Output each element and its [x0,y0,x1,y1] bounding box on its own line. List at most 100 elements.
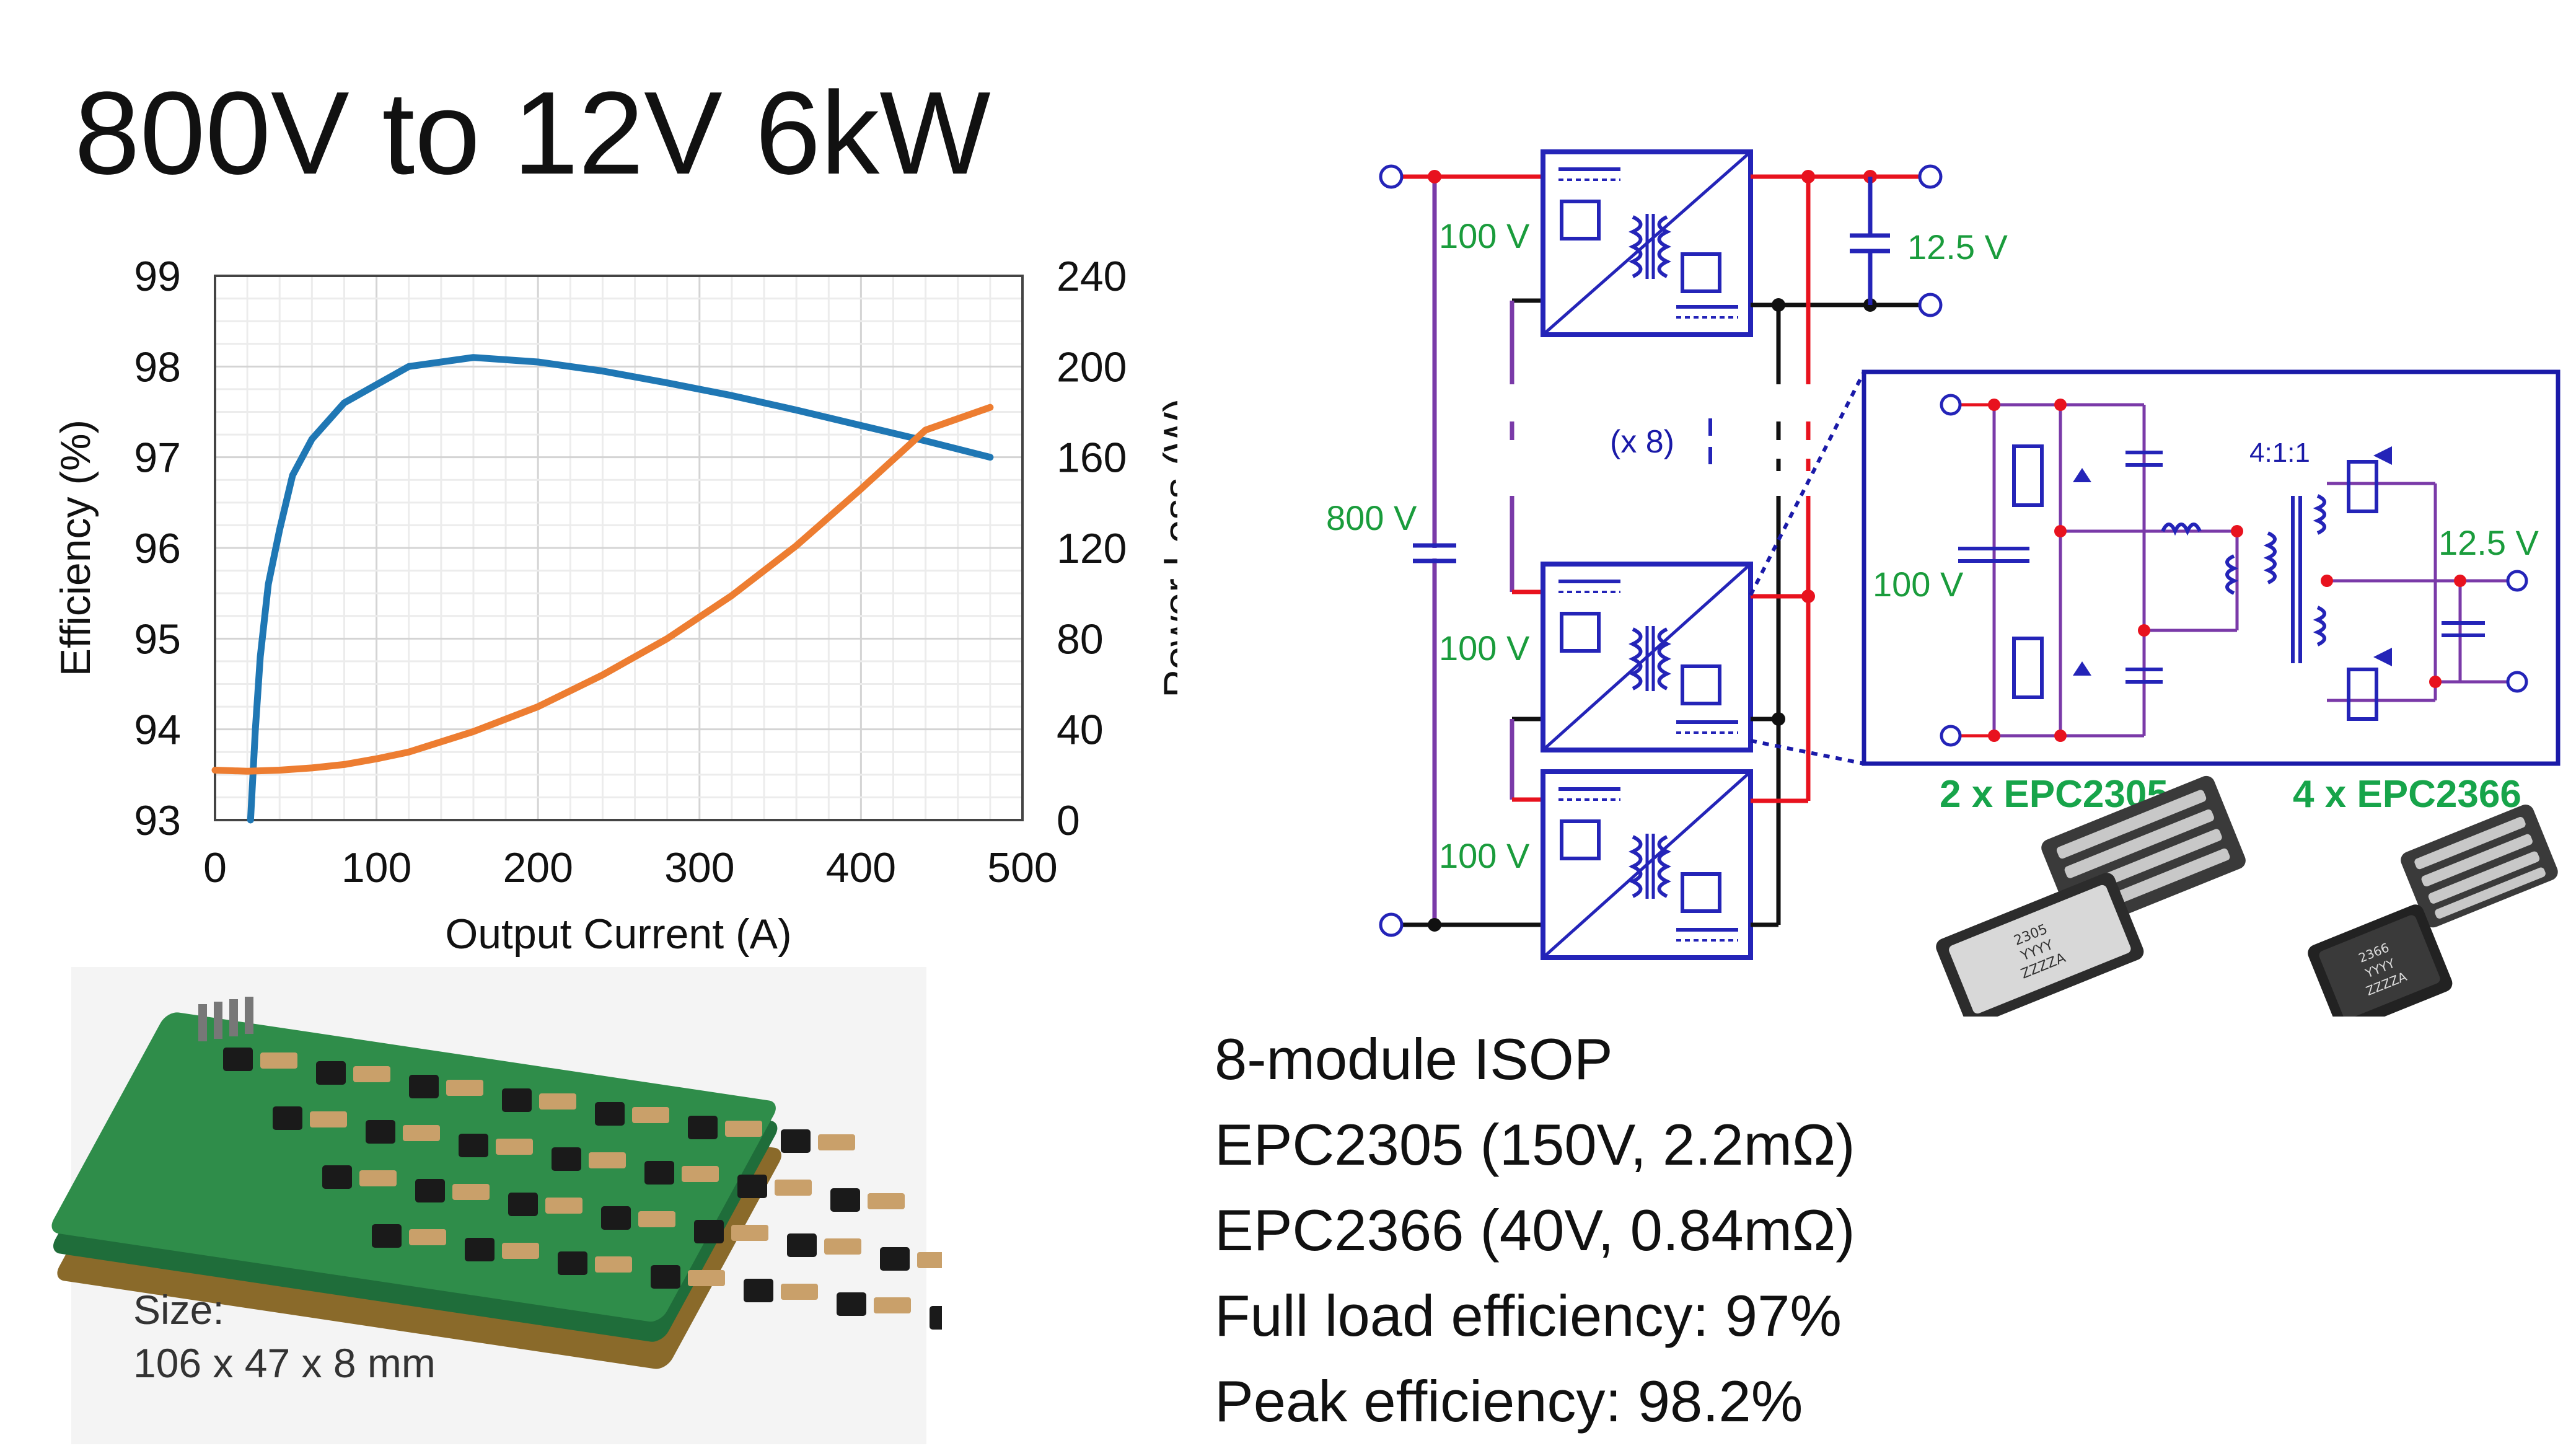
y2-tick-label: 0 [1057,797,1080,844]
pcb-inductor [874,1297,911,1313]
dc-dc-module [1541,769,1753,960]
pcb-ic [787,1233,817,1257]
pcb-ic [880,1247,910,1271]
module-voltage-label: 100 V [1439,836,1530,875]
pcb-inductor [731,1225,768,1241]
pcb-ic [552,1147,581,1171]
chart-series [211,354,994,824]
output-rails [1751,174,1921,927]
pcb-inductor [725,1121,762,1137]
pcb-ic [651,1265,680,1289]
pcb-ic [558,1251,587,1275]
pcb-ic [830,1188,860,1212]
spec-item: Peak efficiency: 98.2% [1215,1369,1803,1434]
pcb-inductor [353,1066,390,1082]
output-capacitor [1850,177,1890,305]
input-voltage-label: 800 V [1326,498,1417,537]
y-tick-label: 96 [134,525,181,572]
chip-epc2366-bottom: 2366 YYYY ZZZZA [2308,904,2453,1017]
dc-dc-module [1541,149,1753,337]
module-voltage-label: 100 V [1439,216,1530,255]
pcb-ic [837,1292,866,1316]
slide-title: 800V to 12V 6kW [74,68,991,199]
y-tick-label: 98 [134,343,181,390]
pcb-inductor [452,1184,490,1200]
y2-tick-label: 160 [1057,435,1127,482]
pcb-inductor [824,1238,861,1255]
pcb-inductor [496,1139,533,1155]
pcb-inductor [688,1270,725,1286]
transformer-ratio: 4:1:1 [2249,438,2310,468]
pcb-size-caption: Size: 106 x 47 x 8 mm [133,1283,436,1390]
pcb-ic [322,1165,352,1189]
part-label-epc2366: 4 x EPC2366 [2293,773,2521,816]
pcb-ic [694,1220,724,1243]
pcb-ic [502,1088,532,1112]
dc-dc-module [1541,562,1753,752]
y-tick-label: 99 [134,253,181,300]
pcb-ic [644,1161,674,1185]
chip-epc2366-top [2401,805,2558,928]
pcb-inductor [868,1193,905,1209]
pcb-ic [744,1279,773,1302]
pcb-ic [930,1306,942,1330]
efficiency-series-line [247,354,994,824]
detail-input-voltage: 100 V [1873,565,1964,604]
y2-tick-label: 40 [1057,707,1104,754]
spec-item: Full load efficiency: 97% [1215,1283,1842,1348]
pcb-inductor [403,1125,440,1141]
x-tick-label: 300 [664,844,734,891]
y-tick-label: 95 [134,615,181,663]
input-rails [1402,174,1543,927]
y2-tick-label: 80 [1057,615,1104,663]
pcb-inductor [589,1152,626,1168]
input-terminal-minus [1379,912,1404,937]
y-tick-label: 94 [134,707,181,754]
pcb-inductor [638,1211,675,1227]
module-stack: 100 V 100 V 100 V [1439,149,1753,960]
pcb-ic [409,1075,439,1098]
pcb-inductor [359,1170,397,1186]
x-tick-label: 500 [987,844,1057,891]
spec-item: 8-module ISOP [1215,1026,1613,1092]
pcb-inductor [775,1180,812,1196]
pcb-inductor [502,1243,539,1259]
spec-item: EPC2366 (40V, 0.84mΩ) [1215,1198,1855,1263]
pcb-inductor [682,1166,719,1182]
pcb-inductor [632,1107,669,1123]
x-axis-title: Output Current (A) [445,911,791,958]
module-detail: 100 V 12.5 V 4:1:1 [1862,369,2561,766]
pcb-ic [508,1193,538,1216]
y-axis-title: Efficiency (%) [52,420,99,676]
output-terminal-plus [1918,164,1943,189]
pcb-inductor [310,1111,347,1127]
pcb-ic [781,1129,811,1153]
output-voltage-label: 12.5 V [1907,227,2008,267]
module-detail-frame [1862,369,2561,766]
pcb-size-value: 106 x 47 x 8 mm [133,1340,436,1386]
x-tick-label: 100 [341,844,411,891]
pcb-ic [273,1106,302,1130]
y2-tick-label: 200 [1057,343,1127,390]
module-voltage-label: 100 V [1439,629,1530,668]
power-loss-series-line [211,404,994,775]
pcb-photo [51,967,942,1444]
pcb-ic [223,1048,253,1071]
pcb-ic [465,1238,495,1261]
input-terminal-plus [1379,164,1404,189]
chart-frame [214,275,1024,821]
pcb-inductor [539,1093,576,1110]
x-tick-label: 400 [826,844,896,891]
pcb-ic [459,1134,488,1157]
pcb-inductor [446,1080,483,1096]
y2-tick-label: 120 [1057,525,1127,572]
spec-item: EPC2305 (150V, 2.2mΩ) [1215,1112,1855,1177]
pcb-inductor [260,1052,297,1069]
pcb-size-label: Size: [133,1287,224,1333]
pcb-inductor [595,1256,632,1273]
y-tick-label: 97 [134,435,181,482]
x-tick-label: 0 [203,844,227,891]
